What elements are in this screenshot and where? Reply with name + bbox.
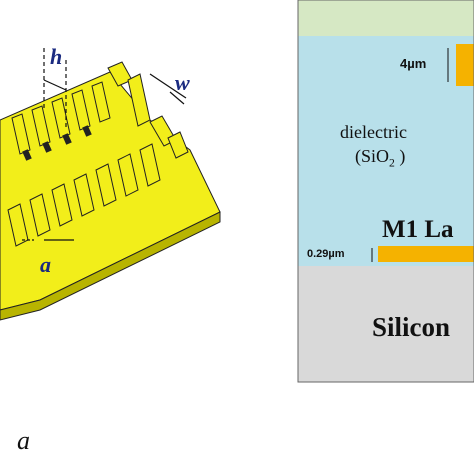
metal-plate-group: [0, 48, 221, 321]
dielectric-layer: [298, 36, 474, 266]
label-h: h: [50, 44, 63, 69]
sio2-suffix: ): [394, 146, 406, 166]
sio2-prefix: (SiO: [355, 146, 390, 166]
label-w: w: [175, 70, 190, 95]
slots: [22, 125, 92, 161]
lower-teeth: [7, 143, 161, 247]
dimension-lines: [22, 48, 187, 241]
sio2-label: (SiO2 ): [355, 146, 405, 170]
label-a: a: [40, 252, 51, 277]
sio2-subscript: 2: [389, 156, 395, 170]
upper-teeth: [11, 61, 189, 159]
layer-stack: [297, 0, 474, 383]
dielectric-label: dielectric: [340, 122, 407, 142]
thickness-top-label: 4µm: [400, 56, 427, 71]
panel-label: a: [17, 426, 30, 455]
top-metal-strip: [456, 44, 474, 86]
m1-layer-label: M1 La: [382, 216, 454, 243]
top-layer: [298, 0, 474, 36]
metal-plate-edge: [0, 211, 221, 321]
silicon-label: Silicon: [372, 312, 451, 342]
m1-metal-strip: [378, 246, 474, 262]
stack-border: [297, 0, 474, 383]
thickness-metal-label: 0.29µm: [307, 248, 345, 260]
silicon-substrate: [298, 266, 474, 382]
